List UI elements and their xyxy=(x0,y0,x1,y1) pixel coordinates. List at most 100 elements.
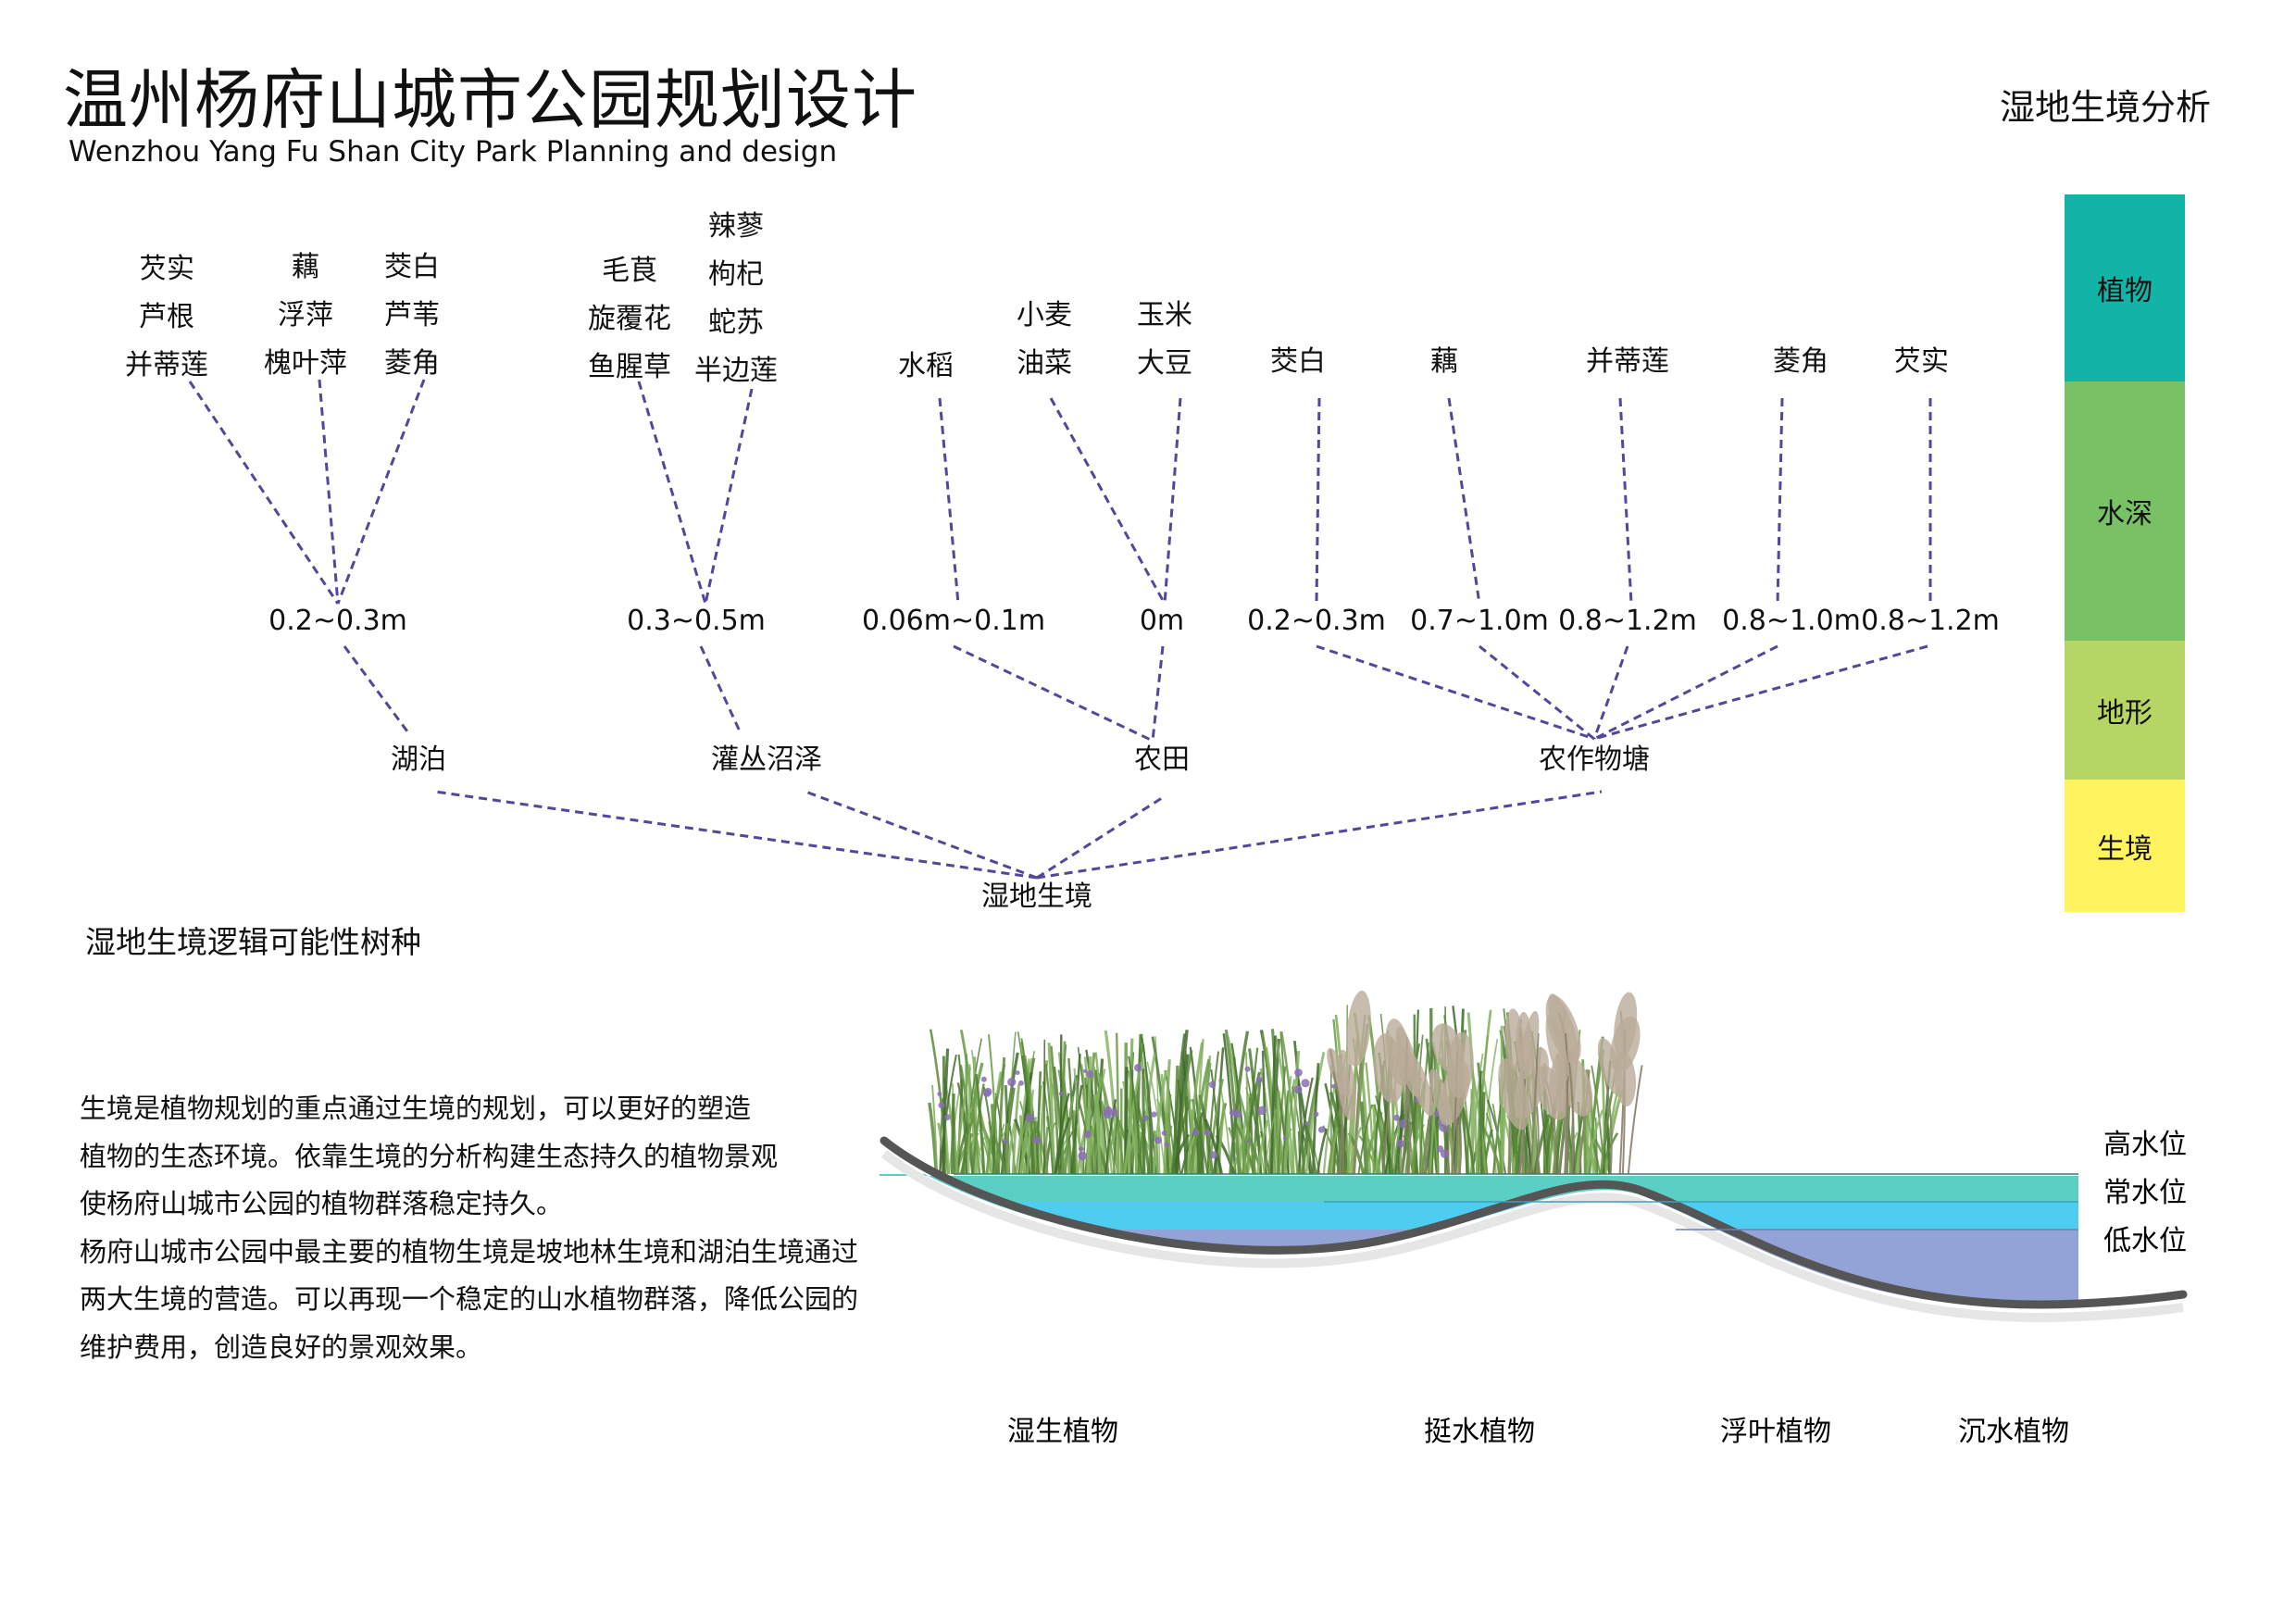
connector-plant-depth xyxy=(318,379,340,605)
connector-root-habitat xyxy=(1036,790,1603,880)
connector-root-habitat xyxy=(434,790,1038,880)
paragraph-line: 使杨府山城市公园的植物群落稳定持久。 xyxy=(80,1188,564,1219)
grass-blade xyxy=(1086,1056,1092,1175)
flower-dot xyxy=(1313,1111,1319,1118)
plant-name: 蛇苏 xyxy=(708,306,764,339)
connector-depth-habitat xyxy=(1316,644,1595,741)
flower-dot xyxy=(1151,1111,1157,1118)
connector-plant-depth xyxy=(704,388,754,605)
grass-blade xyxy=(1270,1035,1277,1175)
grass-blade xyxy=(1193,1116,1209,1175)
grass-blade xyxy=(1165,1112,1172,1175)
reed-plume xyxy=(1614,1052,1637,1106)
grass-blade xyxy=(1183,1096,1189,1175)
grass-blade xyxy=(1475,1009,1492,1175)
plant-name: 毛茛 xyxy=(602,255,657,287)
grass-blade xyxy=(1332,1071,1345,1175)
grass-blade xyxy=(962,1123,971,1175)
reed-plume xyxy=(1545,994,1581,1064)
label-high-water: 高水位 xyxy=(2103,1129,2187,1161)
grass-blade xyxy=(992,1096,997,1175)
flower-dot xyxy=(937,1091,942,1096)
node-depth: 0m xyxy=(1140,605,1184,637)
flower-dot xyxy=(1294,1068,1303,1077)
flower-dot xyxy=(1244,1066,1251,1072)
flower-dot xyxy=(1003,1139,1008,1144)
grass-blade xyxy=(1564,1032,1568,1175)
flower-dot xyxy=(1257,1106,1267,1116)
grass-blade xyxy=(1228,1127,1242,1175)
grass-blade xyxy=(1101,1100,1117,1175)
legend-plants-label: 植物 xyxy=(2097,275,2152,307)
plant-name: 茭白 xyxy=(1270,345,1326,378)
label-hygrophyte: 湿生植物 xyxy=(1007,1416,1118,1448)
flower-dot xyxy=(1393,1114,1400,1121)
flower-dot xyxy=(1246,1139,1251,1143)
flower-dot xyxy=(1086,1069,1094,1079)
flower-dot xyxy=(980,1076,987,1082)
grass-blade xyxy=(1304,1051,1326,1175)
grass-blade xyxy=(1242,1090,1254,1175)
grass-blade xyxy=(1123,1061,1143,1175)
node-habitat: 灌丛沼泽 xyxy=(711,743,822,776)
grass-blade xyxy=(1627,1065,1643,1175)
flower-dot xyxy=(1007,1078,1017,1087)
grass-blade xyxy=(1316,1128,1329,1175)
flower-dot xyxy=(1210,1151,1218,1159)
legend-terrain-label: 地形 xyxy=(2097,697,2152,730)
plant-name: 芡实 xyxy=(1893,345,1949,378)
grass-blade xyxy=(1594,1118,1599,1175)
plant-name: 芦苇 xyxy=(384,299,440,331)
grass-blade xyxy=(973,1135,986,1175)
grass-blade xyxy=(1152,1069,1168,1175)
diagram-caption: 湿地生境逻辑可能性树种 xyxy=(85,924,421,960)
flower-dot xyxy=(1317,1126,1325,1133)
flower-dot xyxy=(1208,1081,1217,1089)
flower-dot xyxy=(1331,1083,1336,1089)
connector-plant-depth xyxy=(1163,397,1182,605)
connector-depth-habitat xyxy=(699,645,742,734)
reed-plume xyxy=(1446,1031,1474,1098)
node-depth: 0.8~1.0m xyxy=(1722,605,1861,637)
grass-blade xyxy=(959,1064,975,1175)
flower-dot xyxy=(1396,1139,1405,1148)
bank-profile xyxy=(880,1136,2188,1309)
plant-name: 藕 xyxy=(292,251,319,283)
grass-blade xyxy=(1104,1099,1117,1175)
flower-dot xyxy=(1304,1121,1309,1126)
grass-blade xyxy=(1229,1031,1250,1175)
node-root: 湿地生境 xyxy=(981,881,1092,913)
connector-plant-depth xyxy=(188,381,340,605)
paragraph-line: 维护费用，创造良好的景观效果。 xyxy=(80,1330,483,1363)
grass-blade xyxy=(1064,1095,1075,1175)
node-depth: 0.2~0.3m xyxy=(1247,605,1386,637)
grass-blade xyxy=(1018,1115,1026,1175)
grass-blade xyxy=(1104,1030,1120,1175)
grass-blade xyxy=(972,1091,994,1175)
grass-blade xyxy=(1033,1120,1049,1175)
connector-depth-habitat xyxy=(1592,645,1629,740)
connector-plant-depth xyxy=(1618,397,1633,605)
reed-plume xyxy=(1405,1052,1434,1117)
grass-blade xyxy=(1174,1030,1189,1175)
grass-blade xyxy=(1033,1120,1040,1175)
plant-name: 菱角 xyxy=(384,347,440,380)
grass-blade xyxy=(1329,1127,1339,1175)
flower-dot xyxy=(1018,1080,1024,1086)
grass-blade xyxy=(939,1055,957,1175)
connector-plant-depth xyxy=(637,381,707,605)
node-habitat: 湖泊 xyxy=(391,743,446,776)
grass-blade xyxy=(1146,1061,1167,1175)
flower-dot xyxy=(1142,1115,1149,1121)
plant-name: 半边莲 xyxy=(694,355,778,387)
reed-plume xyxy=(1498,1058,1529,1131)
flower-dot xyxy=(1078,1151,1088,1161)
flower-dot xyxy=(982,1089,992,1097)
plant-name: 鱼腥草 xyxy=(588,351,671,383)
grass-blade xyxy=(1021,1056,1036,1175)
flower-dot xyxy=(1301,1079,1310,1088)
flower-dot xyxy=(1133,1064,1142,1072)
grass-blade xyxy=(1585,1109,1604,1175)
